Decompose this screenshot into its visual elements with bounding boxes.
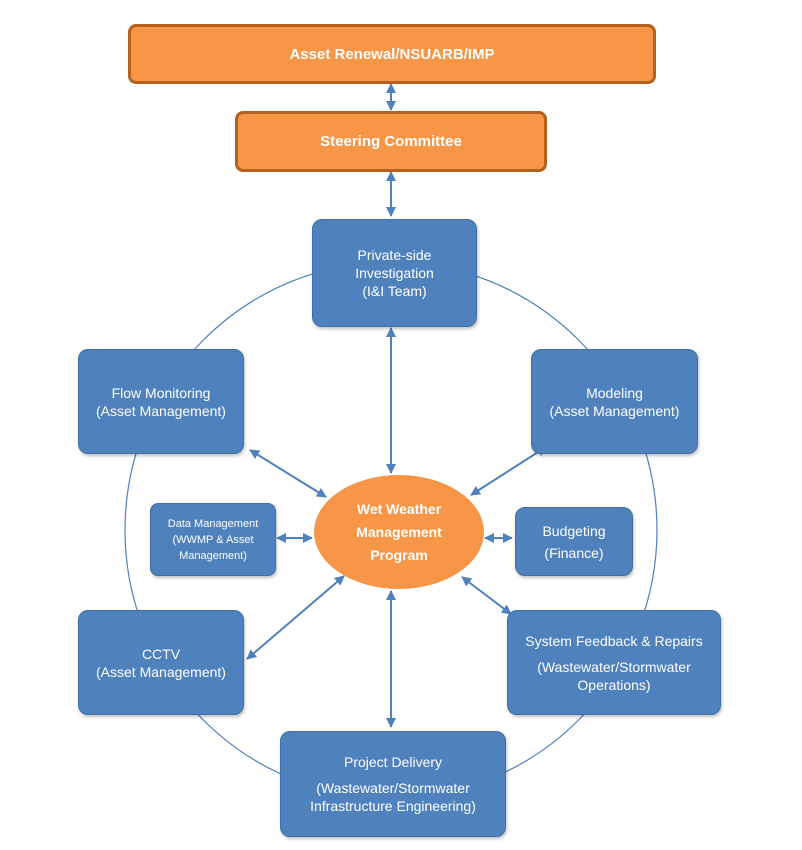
private-side-line-2: Investigation [355,265,434,281]
data-management-line-3: Management) [179,549,247,562]
system-feedback-repairs-box: System Feedback & Repairs (Wastewater/St… [507,610,721,715]
project-delivery-line-3: Infrastructure Engineering) [310,798,476,814]
cctv-box: CCTV (Asset Management) [78,610,244,715]
center-line-3: Program [370,546,428,563]
wet-weather-program-ellipse: Wet Weather Management Program [314,475,484,589]
project-delivery-line-1: Project Delivery [343,754,443,770]
private-side-line-3: (I&I Team) [362,283,427,299]
asset-renewal-box: Asset Renewal/NSUARB/IMP [128,24,656,84]
project-delivery-line-2: (Wastewater/Stormwater [316,780,470,796]
system-feedback-line-3: Operations) [577,676,651,693]
modeling-box: Modeling (Asset Management) [531,349,698,454]
project-delivery-box: Project Delivery (Wastewater/Stormwater … [280,731,506,837]
center-line-2: Management [356,523,442,540]
steering-committee-box: Steering Committee [235,111,547,172]
flow-monitoring-box: Flow Monitoring (Asset Management) [78,349,244,454]
budgeting-line-2: (Finance) [544,544,604,561]
private-side-line-1: Private-side [357,247,432,263]
asset-renewal-label: Asset Renewal/NSUARB/IMP [289,45,495,63]
system-feedback-line-1: System Feedback & Repairs [525,632,703,649]
system-feedback-line-2: (Wastewater/Stormwater [537,658,691,675]
flow-monitoring-line-2: (Asset Management) [96,402,226,419]
modeling-line-2: (Asset Management) [549,402,680,419]
arrow-modeling-center [470,446,547,496]
center-line-1: Wet Weather [356,500,442,517]
data-management-line-2: (WWMP & Asset [172,533,254,546]
flow-monitoring-line-1: Flow Monitoring [111,384,211,401]
arrow-feedback-center [461,576,512,615]
budgeting-box: Budgeting (Finance) [515,507,633,576]
arrow-flow-center [249,449,327,498]
arrow-cctv-center [246,575,345,660]
data-management-line-1: Data Management [167,517,259,530]
data-management-box: Data Management (WWMP & Asset Management… [150,503,276,576]
budgeting-line-1: Budgeting [542,522,606,539]
private-side-investigation-box: Private-side Investigation (I&I Team) [312,219,477,327]
steering-committee-label: Steering Committee [320,133,462,150]
cctv-line-1: CCTV [141,645,181,662]
modeling-line-1: Modeling [586,384,643,401]
cctv-line-2: (Asset Management) [96,663,226,680]
